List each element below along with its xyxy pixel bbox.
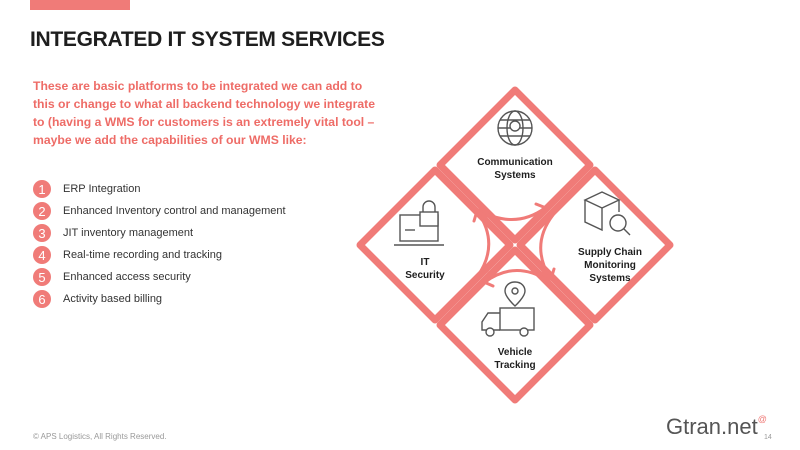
page-number: 14 (764, 434, 772, 441)
number-badge: 4 (33, 246, 51, 264)
integration-diagram: Communication Systems Supply Chain Monit… (350, 80, 680, 410)
list-item-text: JIT inventory management (63, 227, 194, 239)
list-item-text: ERP Integration (63, 183, 141, 195)
list-item: 2 Enhanced Inventory control and manageme… (33, 200, 286, 222)
top-accent-bar (30, 0, 130, 10)
list-item-text: Enhanced access security (63, 271, 191, 283)
number-badge: 1 (33, 180, 51, 198)
copyright-footer: © APS Logistics, All Rights Reserved. (33, 432, 167, 441)
list-item: 4 Real-time recording and tracking (33, 244, 286, 266)
number-badge: 3 (33, 224, 51, 242)
it-security-label: IT Security (405, 257, 445, 281)
truck-location-icon (481, 281, 535, 337)
number-badge: 5 (33, 268, 51, 286)
arrow-bottom (483, 269, 549, 284)
communication-label: Communication Systems (477, 157, 553, 181)
at-icon: @ (757, 414, 767, 424)
globe-icon (497, 110, 533, 146)
gtran-logo: Gtran.net@ (666, 414, 767, 439)
feature-list: 1 ERP Integration 2 Enhanced Inventory con… (33, 178, 286, 310)
arrow-top (476, 206, 547, 221)
communication-diamond (436, 86, 594, 244)
list-item: 6 Activity based billing (33, 288, 286, 310)
arrow-left (475, 210, 491, 279)
computer-lock-icon (394, 200, 444, 246)
list-item: 3 JIT inventory management (33, 222, 286, 244)
list-item-text: Enhanced Inventory control and managemen… (63, 205, 286, 217)
number-badge: 6 (33, 290, 51, 308)
list-item-text: Real-time recording and tracking (63, 249, 222, 261)
vehicle-diamond (436, 246, 594, 404)
number-badge: 2 (33, 202, 51, 220)
list-item-text: Activity based billing (63, 293, 163, 305)
diagram-shapes (356, 86, 674, 404)
arrow-right (539, 213, 555, 280)
box-search-icon (583, 191, 631, 236)
vehicle-tracking-label: Vehicle Tracking (494, 347, 536, 371)
page-title: INTEGRATED IT SYSTEM SERVICES (30, 28, 385, 51)
security-diamond (356, 166, 514, 324)
supply-chain-label: Supply Chain Monitoring Systems (578, 247, 642, 284)
intro-text: These are basic platforms to be integrat… (33, 79, 375, 147)
list-item: 1 ERP Integration (33, 178, 286, 200)
list-item: 5 Enhanced access security (33, 266, 286, 288)
supply-chain-diamond (516, 166, 674, 324)
